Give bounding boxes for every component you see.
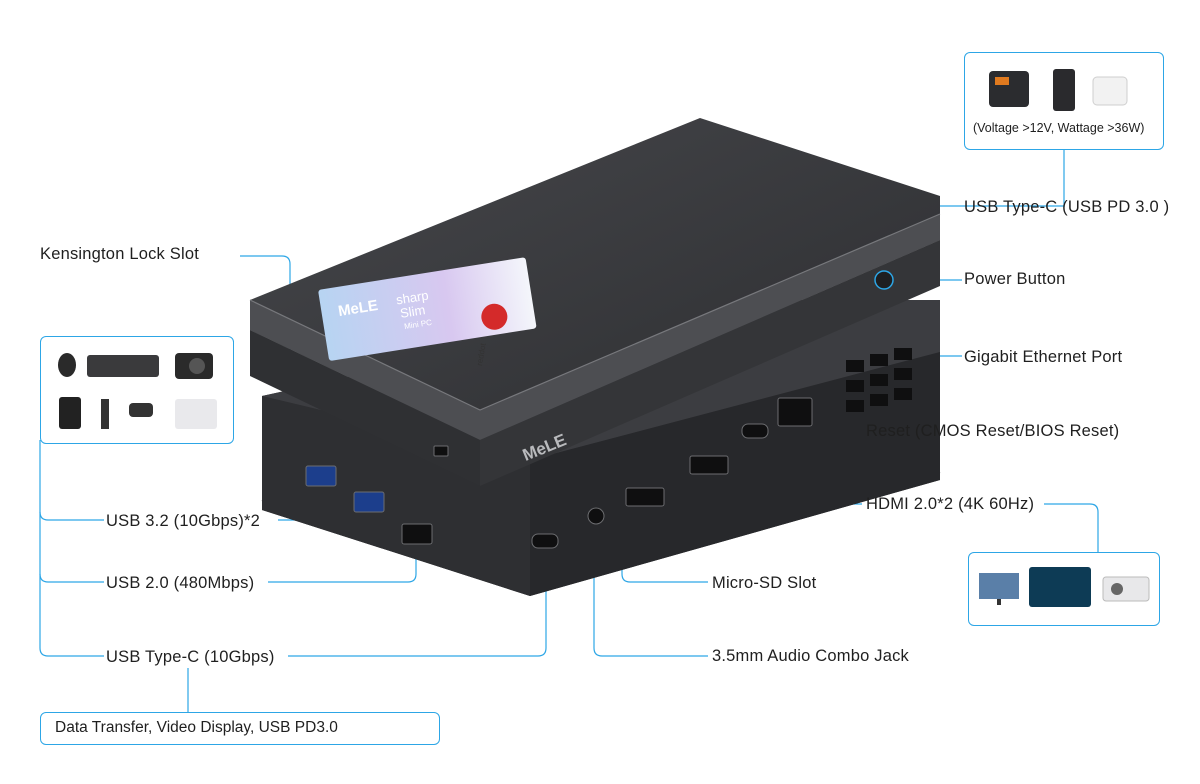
usb20-bracket-line (39, 573, 104, 583)
label-kensington-lock-slot: Kensington Lock Slot (40, 245, 200, 263)
usbc-line (288, 562, 547, 657)
upper-unit (249, 118, 941, 486)
label-reset: Reset (CMOS Reset/BIOS Reset) (866, 422, 1120, 440)
audio-line (593, 524, 708, 657)
ports (305, 397, 813, 549)
label-audio-jack: 3.5mm Audio Combo Jack (712, 647, 909, 665)
audio-jack (587, 507, 605, 525)
label-usbc-10gbps: USB Type-C (10Gbps) (106, 648, 275, 666)
power-box-line (962, 150, 1065, 207)
peripherals-icon (58, 353, 217, 429)
usb20-port (401, 523, 433, 545)
displays-icon (979, 567, 1150, 607)
reddot-award-icon (481, 303, 508, 330)
usb32-bracket-line (39, 511, 104, 521)
hdmi-port-1 (625, 487, 665, 507)
usbc-note: Data Transfer, Video Display, USB PD3.0 (55, 719, 338, 736)
power-adapters-icon (989, 69, 1128, 111)
ethernet-port (777, 397, 813, 427)
hdmi-port-2 (689, 455, 729, 475)
usbc-note-box: Data Transfer, Video Display, USB PD3.0 (40, 712, 440, 745)
usbc-port (531, 533, 559, 549)
label-usb32: USB 3.2 (10Gbps)*2 (106, 512, 261, 530)
displays-box (968, 552, 1160, 626)
power-button-icon (874, 270, 894, 290)
hdmi-box-line (1044, 503, 1099, 552)
label-gigabit-ethernet: Gigabit Ethernet Port (964, 348, 1123, 366)
usb32-port-2 (353, 491, 385, 513)
product-sticker (318, 257, 537, 361)
accessory-bracket-line (39, 440, 104, 657)
power-source-box: (Voltage >12V, Wattage >36W) (964, 52, 1164, 150)
label-power-button: Power Button (964, 270, 1066, 288)
kensington-slot (433, 445, 449, 457)
label-usb20: USB 2.0 (480Mbps) (106, 574, 255, 592)
microsd-line (621, 498, 708, 583)
accessories-box (40, 336, 234, 444)
usb32-port-1 (305, 465, 337, 487)
power-note: (Voltage >12V, Wattage >36W) (973, 121, 1145, 135)
usbc-pd-port (741, 423, 769, 439)
usb20-line (268, 556, 417, 583)
label-hdmi: HDMI 2.0*2 (4K 60Hz) (866, 495, 1035, 513)
label-usbc-pd: USB Type-C (USB PD 3.0 ) (964, 198, 1170, 216)
side-vent-grid (846, 348, 912, 412)
label-microsd: Micro-SD Slot (712, 574, 817, 592)
